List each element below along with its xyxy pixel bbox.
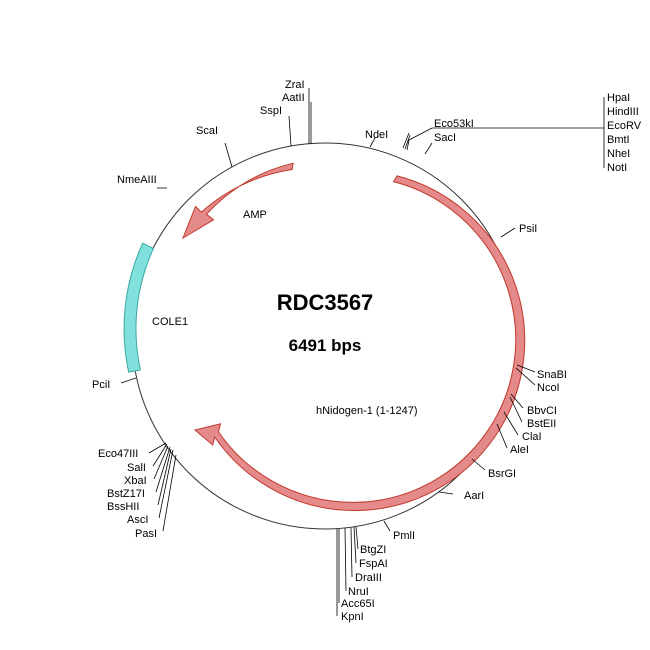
site-label-saci: SacI	[434, 132, 456, 144]
feature-label-cole1: COLE1	[152, 316, 188, 328]
site-label-ndei: NdeI	[365, 129, 388, 141]
site-label-sali: SalI	[127, 462, 146, 474]
site-leaders-left	[120, 377, 177, 532]
site-label-hpai: HpaI	[607, 92, 630, 104]
feature-label-hnidogen: hNidogen-1 (1-1247)	[316, 405, 418, 417]
site-label-xbai: XbaI	[124, 475, 147, 487]
site-label-fspai: FspAI	[359, 558, 388, 570]
site-label-bsteii: BstEII	[527, 418, 556, 430]
site-label-alei: AleI	[510, 444, 529, 456]
site-label-btgzi: BtgZI	[360, 544, 386, 556]
site-leaders-top	[157, 88, 605, 238]
site-label-aatii: AatII	[282, 92, 305, 104]
site-label-asci: AscI	[127, 514, 148, 526]
site-label-bmti: BmtI	[607, 134, 630, 146]
site-label-acc65i: Acc65I	[341, 598, 375, 610]
site-label-snabi: SnaBI	[537, 369, 567, 381]
amp-arrow	[181, 162, 294, 240]
site-label-aari: AarI	[464, 490, 484, 502]
site-label-bstz17i: BstZ17I	[107, 488, 145, 500]
site-label-ncoi: NcoI	[537, 382, 560, 394]
site-label-bsrgi: BsrGI	[488, 468, 516, 480]
site-label-kpni: KpnI	[341, 611, 364, 623]
plasmid-name: RDC3567	[277, 290, 374, 315]
site-label-bbvci: BbvCI	[527, 405, 557, 417]
cole1-origin	[123, 242, 155, 373]
site-label-eco47iii: Eco47III	[98, 448, 138, 460]
site-label-nmeaiii: NmeAIII	[117, 174, 157, 186]
site-label-zrai: ZraI	[285, 79, 305, 91]
site-label-eco53ki: Eco53kI	[434, 118, 474, 130]
site-label-draiii: DraIII	[355, 572, 382, 584]
site-leaders-right	[383, 364, 536, 532]
site-label-pasi: PasI	[135, 528, 157, 540]
plasmid-length: 6491 bps	[289, 336, 362, 355]
site-label-noti: NotI	[607, 162, 627, 174]
site-label-scai: ScaI	[196, 125, 218, 137]
site-label-clai: ClaI	[522, 431, 542, 443]
site-label-nrui: NruI	[348, 586, 369, 598]
site-label-bsshii: BssHII	[107, 501, 139, 513]
site-label-hindiii: HindIII	[607, 106, 639, 118]
site-label-ecorv: EcoRV	[607, 120, 642, 132]
site-label-pcii: PciI	[92, 379, 110, 391]
feature-label-amp: AMP	[243, 209, 267, 221]
site-label-sspi: SspI	[260, 105, 282, 117]
site-label-psii: PsiI	[519, 223, 537, 235]
site-leaders-bottom	[336, 526, 359, 616]
site-label-nhei: NheI	[607, 148, 630, 160]
hnidogen-arrow	[193, 175, 526, 511]
site-label-pmli: PmlI	[393, 530, 415, 542]
